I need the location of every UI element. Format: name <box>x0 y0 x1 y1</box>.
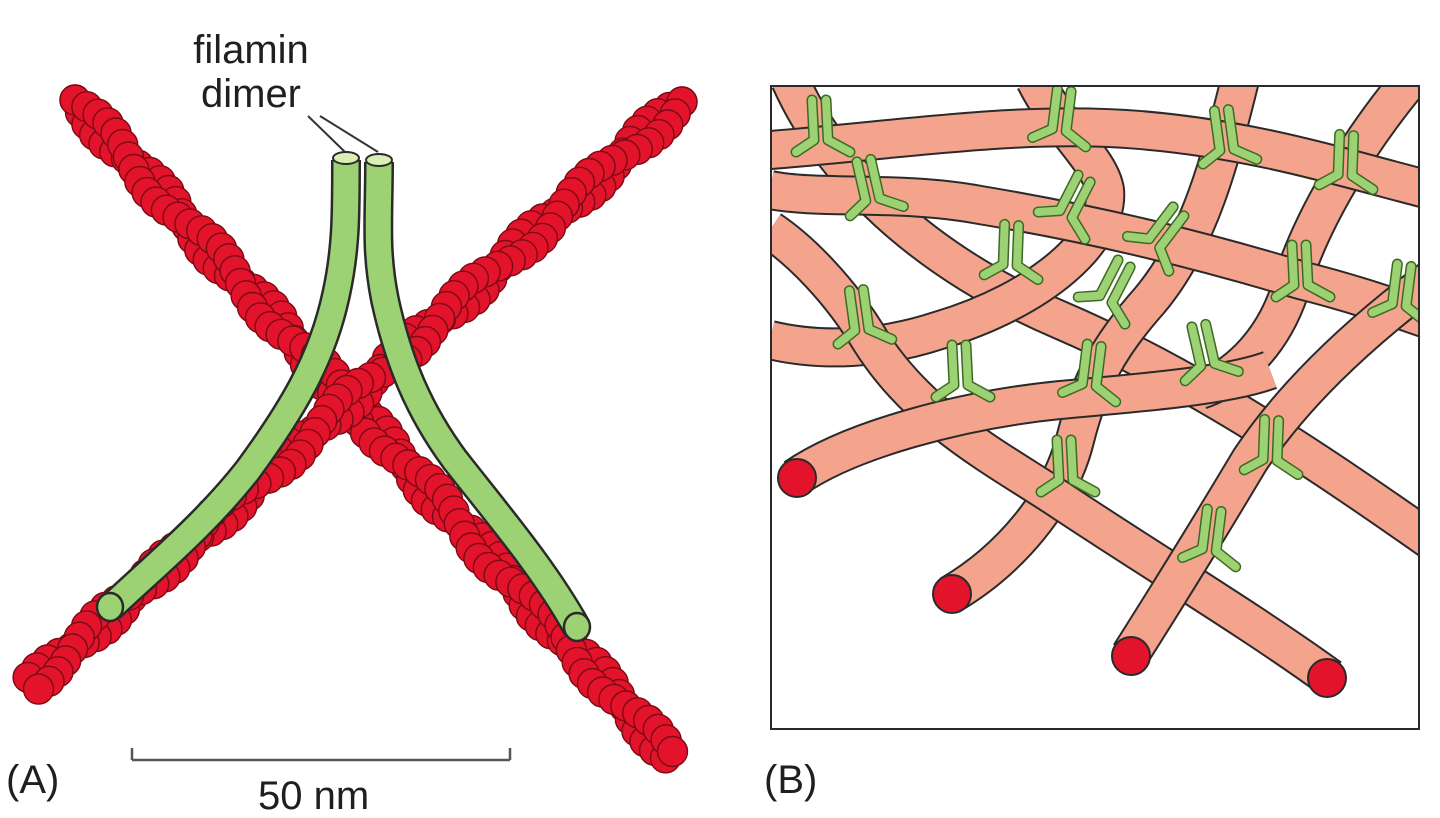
actin-fiber-end <box>1111 636 1151 676</box>
filamin-crosslink <box>930 339 996 403</box>
filamin-end-bottom-right <box>562 611 592 643</box>
filamin-dimer-label: filamin dimer <box>176 28 326 116</box>
filamin-crosslink <box>832 284 898 350</box>
filamin-end-top-right <box>365 153 393 167</box>
filamin-crosslink <box>1072 254 1136 330</box>
filamin-end-top-left <box>332 151 360 165</box>
filamin-crosslinks-b <box>790 86 1419 573</box>
actin-fiber <box>784 352 1277 494</box>
filamin-crosslink <box>1057 338 1122 408</box>
filamin-crosslink <box>978 218 1044 286</box>
actin-fiber-end <box>777 458 817 498</box>
actin-fiber <box>773 86 1419 555</box>
actin-fiber <box>771 215 1341 693</box>
filamin-dimer <box>95 151 592 643</box>
filamin-label-line1: filamin <box>193 28 309 72</box>
scale-bar <box>130 748 512 762</box>
actin-fiber <box>1114 265 1419 665</box>
actin-fiber-end <box>1307 658 1347 698</box>
filamin-crosslink <box>1197 104 1263 170</box>
filamin-crosslink <box>790 94 856 158</box>
filamin-end-bottom-left <box>95 591 125 623</box>
actin-fiber-end <box>932 574 972 614</box>
filamin-crosslink <box>1313 128 1379 196</box>
actin-bead <box>22 673 55 705</box>
actin-fiber <box>940 86 1258 611</box>
filamin-crosslink <box>1027 86 1092 153</box>
filamin-crosslink <box>1270 239 1336 303</box>
actin-fiber-ends <box>777 458 1347 698</box>
actin-bead <box>656 735 689 768</box>
filamin-label-line2: dimer <box>200 72 302 116</box>
filamin-crosslink <box>844 153 909 222</box>
filamin-crosslink <box>1032 169 1096 245</box>
panel-b-label: (B) <box>764 758 818 802</box>
panel-a-label: (A) <box>6 758 60 802</box>
filamin-crosslink <box>1367 258 1419 328</box>
panel-b-frame <box>770 85 1420 730</box>
filamin-crosslink <box>1179 318 1244 387</box>
filamin-crosslink <box>1238 413 1304 481</box>
filamin-crosslink <box>1035 434 1101 498</box>
actin-fiber <box>771 109 1419 206</box>
filamin-crosslink <box>1121 201 1190 277</box>
scale-bar-label: 50 nm <box>258 774 370 818</box>
panel-a-filamin-dimer <box>12 84 698 774</box>
label-leader-lines <box>307 115 379 153</box>
filamin-crosslink <box>1177 503 1242 573</box>
panel-b-actin-network <box>770 85 1420 730</box>
